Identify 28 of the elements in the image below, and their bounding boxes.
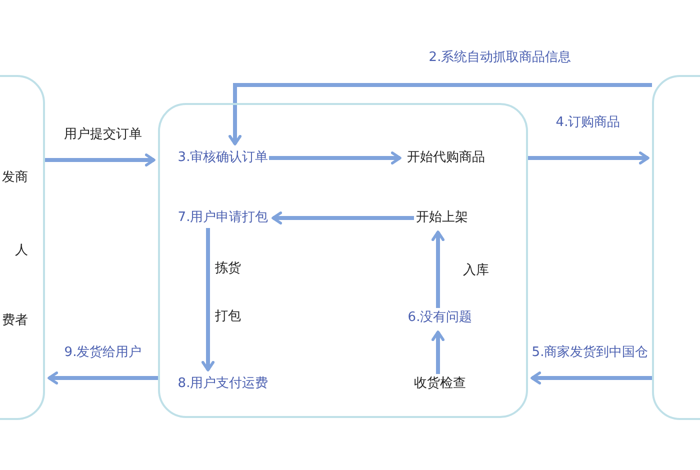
node-text: 人 [15, 242, 28, 259]
node-text: 费者 [2, 312, 28, 329]
arrow [530, 371, 652, 385]
arrow [431, 330, 445, 374]
step-label: 3.审核确认订单 [177, 148, 269, 168]
step-label: 8.用户支付运费 [177, 374, 269, 394]
arrow [201, 228, 215, 372]
step-label: 打包 [213, 307, 243, 325]
arrow [228, 83, 652, 146]
node-text: 发商 [2, 169, 28, 186]
edge-label: 拣货 [213, 259, 243, 277]
process-box [158, 103, 528, 418]
edge-label: 4.订购商品 [554, 113, 622, 131]
edge-label: 入库 [461, 261, 491, 279]
step-label: 收货检查 [412, 374, 468, 394]
edge-label: 用户提交订单 [62, 125, 144, 143]
arrow [48, 371, 158, 385]
arrow [431, 230, 445, 308]
step-label: 开始上架 [414, 208, 470, 228]
arrow [528, 151, 650, 165]
edge-label: 5.商家发货到中国仓 [530, 343, 650, 361]
edge-label: 2.系统自动抓取商品信息 [426, 48, 574, 66]
step-label: 6.没有问题 [402, 308, 478, 328]
arrow [269, 151, 402, 165]
step-label: 开始代购商品 [404, 148, 488, 168]
arrow [272, 211, 414, 225]
arrow [45, 153, 156, 167]
step-label: 7.用户申请打包 [177, 208, 269, 228]
